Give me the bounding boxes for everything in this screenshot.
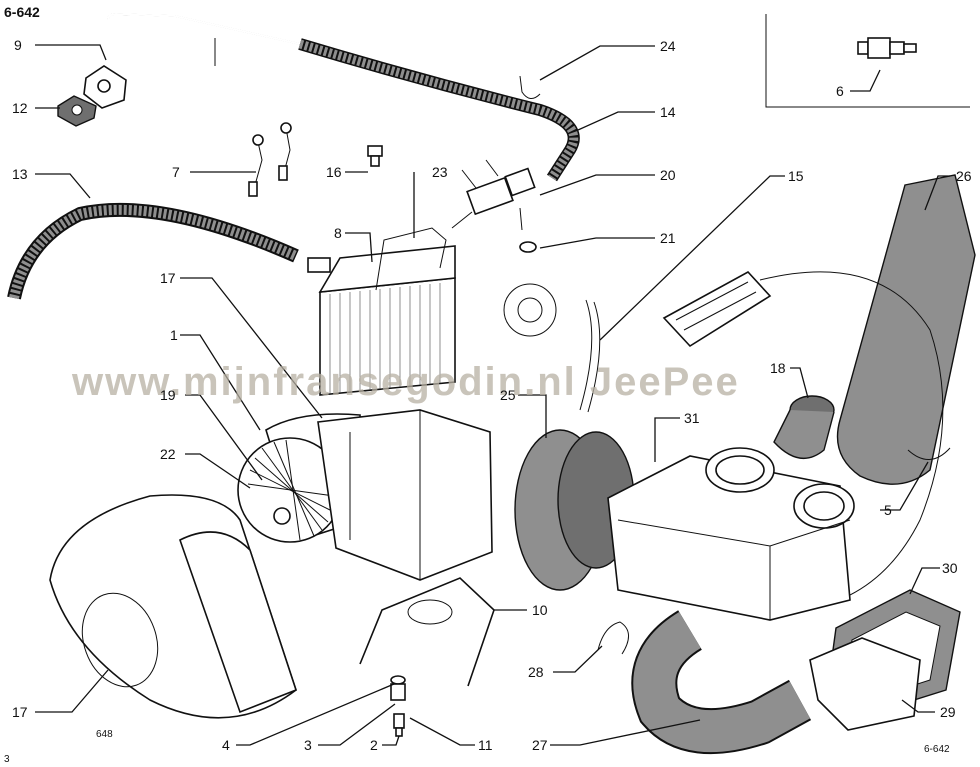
callout-4: 4 (222, 737, 230, 753)
callout-23: 23 (432, 164, 448, 180)
part-7-clamps (248, 122, 292, 197)
part-5-clip (907, 447, 951, 460)
callout-22: 22 (160, 446, 176, 462)
callout-26: 26 (956, 168, 972, 184)
hardware-stack (390, 675, 406, 737)
callout-12: 12 (12, 100, 28, 116)
callout-1: 1 (170, 327, 178, 343)
part-12-gasket (57, 95, 97, 127)
callout-28: 28 (528, 664, 544, 680)
callout-18: 18 (770, 360, 786, 376)
part-20-valve (451, 159, 536, 231)
callout-6: 6 (836, 83, 844, 99)
leader-lines (35, 44, 950, 746)
part-8-heater-core (307, 227, 456, 396)
part-14-hose (298, 38, 580, 182)
callout-11: 11 (478, 737, 493, 753)
part-27-hose (631, 610, 812, 755)
callout-29: 29 (940, 704, 956, 720)
callout-30: 30 (942, 560, 958, 576)
part-28-clip (597, 621, 629, 655)
part-13-hose (7, 202, 299, 300)
callout-17-top: 17 (160, 270, 176, 286)
callout-15: 15 (788, 168, 804, 184)
drawing-number: 648 (96, 729, 113, 740)
duct-ring (759, 271, 944, 611)
footer-code: 6-642 (924, 744, 950, 755)
callout-9: 9 (14, 37, 22, 53)
callout-16: 16 (326, 164, 342, 180)
callout-5: 5 (884, 502, 892, 518)
part-26-large-hose (836, 174, 976, 485)
callout-10: 10 (532, 602, 548, 618)
callout-3: 3 (304, 737, 312, 753)
part-10-bracket (359, 577, 495, 687)
air-box (317, 409, 493, 581)
callout-24: 24 (660, 38, 676, 54)
callout-13: 13 (12, 166, 28, 182)
part-16-bolt (367, 145, 383, 167)
callout-17-bottom: 17 (12, 704, 28, 720)
callout-31: 31 (684, 410, 700, 426)
part-15-strip (579, 299, 601, 413)
inset-box (765, 14, 970, 108)
part-9-heater-pipe (83, 12, 301, 109)
part-31-heater-box (607, 447, 855, 621)
callout-2: 2 (370, 737, 378, 753)
callout-numbers: 9 12 13 7 16 23 8 24 14 20 21 15 26 6 17… (12, 37, 972, 753)
callout-20: 20 (660, 167, 676, 183)
callout-21: 21 (660, 230, 676, 246)
part-21-ring (503, 241, 557, 337)
part-24-clip (519, 75, 541, 99)
callout-8: 8 (334, 225, 342, 241)
part-29-frame (809, 637, 921, 731)
page-code: 6-642 (4, 4, 40, 20)
page-number: 3 (4, 754, 10, 765)
callout-25: 25 (500, 387, 516, 403)
callout-7: 7 (172, 164, 180, 180)
callout-14: 14 (660, 104, 676, 120)
control-bracket (662, 270, 772, 348)
callout-27: 27 (532, 737, 548, 753)
part-6-sensor (857, 37, 917, 59)
part-18-sleeve (773, 395, 835, 459)
part-17-housing (49, 494, 297, 719)
watermark: www.mijnfransegodin.nl JeePee (71, 360, 740, 404)
callout-19: 19 (160, 387, 176, 403)
